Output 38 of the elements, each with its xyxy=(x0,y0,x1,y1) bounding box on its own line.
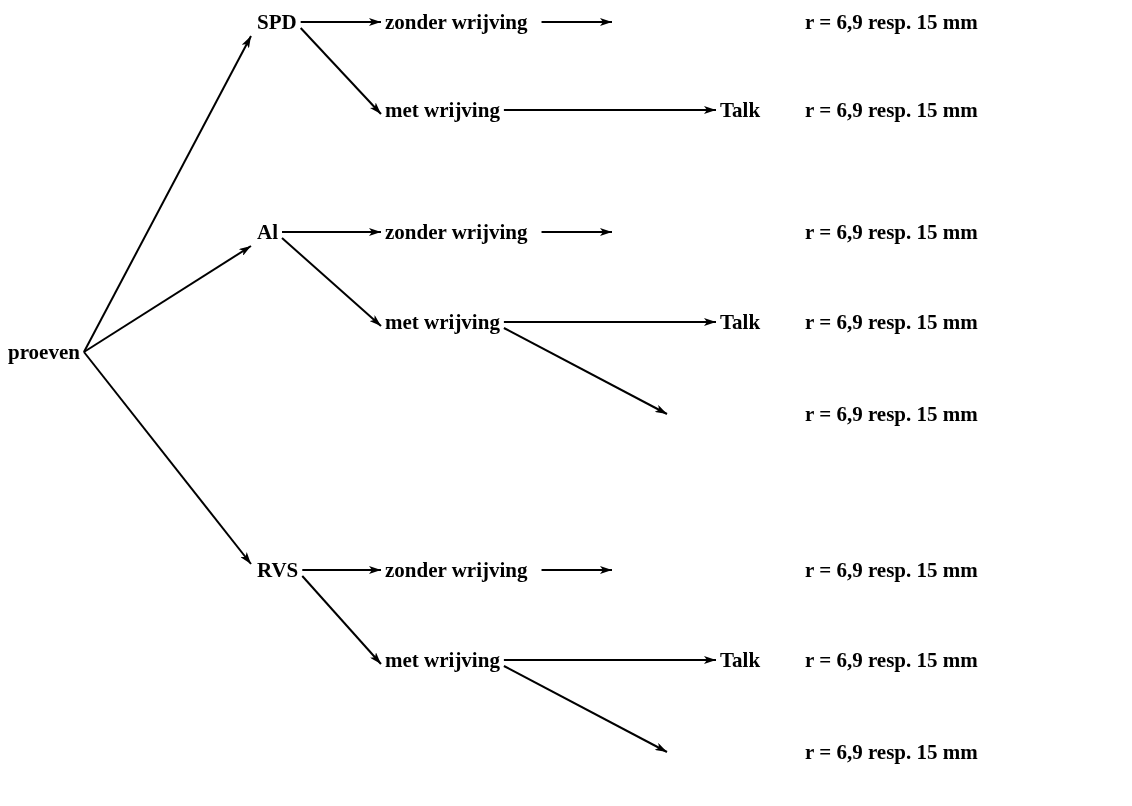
radius-note: r = 6,9 resp. 15 mm xyxy=(805,741,978,763)
node-label: Talk xyxy=(720,99,761,121)
node-label: met wrijving xyxy=(385,649,500,671)
node-label: zonder wrijving xyxy=(385,221,528,243)
arrow xyxy=(540,228,613,236)
arrow xyxy=(540,566,613,574)
node-label: SPD xyxy=(257,11,297,33)
node-label: Talk xyxy=(720,311,761,333)
arrow xyxy=(502,318,717,326)
arrow xyxy=(82,351,252,565)
node-label: zonder wrijving xyxy=(385,559,528,581)
radius-note: r = 6,9 resp. 15 mm xyxy=(805,649,978,671)
arrow xyxy=(281,228,382,236)
arrow xyxy=(82,245,252,353)
radius-note: r = 6,9 resp. 15 mm xyxy=(805,559,978,581)
arrow xyxy=(301,575,382,665)
arrow xyxy=(502,106,717,114)
node-label: Al xyxy=(257,221,278,243)
node-label: met wrijving xyxy=(385,99,500,121)
radius-note: r = 6,9 resp. 15 mm xyxy=(805,221,978,243)
radius-note: r = 6,9 resp. 15 mm xyxy=(805,11,978,33)
radius-note: r = 6,9 resp. 15 mm xyxy=(805,403,978,425)
radius-note: r = 6,9 resp. 15 mm xyxy=(805,99,978,121)
arrow xyxy=(299,27,382,115)
arrow xyxy=(502,656,717,664)
radius-note: r = 6,9 resp. 15 mm xyxy=(805,311,978,333)
arrow xyxy=(82,35,252,353)
node-label: RVS xyxy=(257,559,299,581)
arrow xyxy=(502,665,668,753)
arrow xyxy=(299,18,382,26)
arrow xyxy=(281,237,382,327)
arrow xyxy=(301,566,382,574)
node-label: proeven xyxy=(8,341,80,363)
arrow xyxy=(540,18,613,26)
node-label: zonder wrijving xyxy=(385,11,528,33)
node-label: Talk xyxy=(720,649,761,671)
node-label: met wrijving xyxy=(385,311,500,333)
arrow xyxy=(502,327,668,415)
